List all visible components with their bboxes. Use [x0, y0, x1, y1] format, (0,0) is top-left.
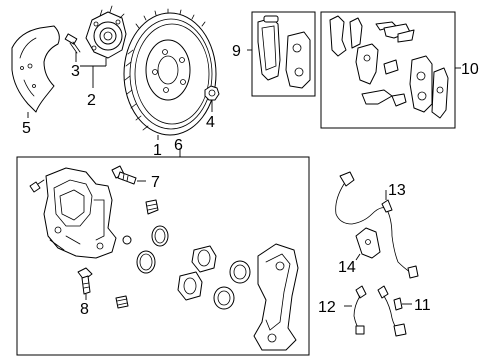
sensor-bracket-icon [377, 285, 412, 337]
hardware-frame [320, 11, 456, 129]
wheel-hub-icon [80, 5, 127, 88]
callout-3: 3 [71, 63, 80, 80]
callout-5: 5 [22, 120, 31, 137]
callout-4: 4 [206, 114, 215, 131]
abs-sensor-icon [335, 171, 419, 279]
callout-6: 6 [174, 137, 183, 154]
brake-hose-icon [344, 285, 367, 335]
guide-pin-icon [111, 165, 146, 185]
callout-10: 10 [461, 61, 479, 78]
brake-pads-icon [257, 15, 311, 89]
harness-bracket-icon [355, 227, 381, 261]
pads-frame [251, 11, 316, 97]
callout-13: 13 [388, 182, 406, 199]
callout-11: 11 [414, 297, 431, 314]
caliper-assembly-icon [29, 167, 299, 351]
callout-1: 1 [153, 142, 162, 159]
callout-14: 14 [338, 259, 356, 276]
guide-pin-icon [77, 267, 93, 300]
lug-nut-icon [204, 85, 220, 112]
pad-hardware-kit-icon [329, 15, 449, 119]
hub-bolt-icon [64, 33, 81, 62]
caliper-frame [16, 156, 310, 356]
splash-shield-icon [11, 25, 60, 118]
brake-rotor-icon [123, 8, 217, 140]
callout-7: 7 [151, 174, 160, 191]
callout-9: 9 [232, 43, 241, 60]
callout-2: 2 [87, 92, 96, 109]
callout-8: 8 [80, 301, 89, 318]
callout-12: 12 [318, 299, 336, 316]
